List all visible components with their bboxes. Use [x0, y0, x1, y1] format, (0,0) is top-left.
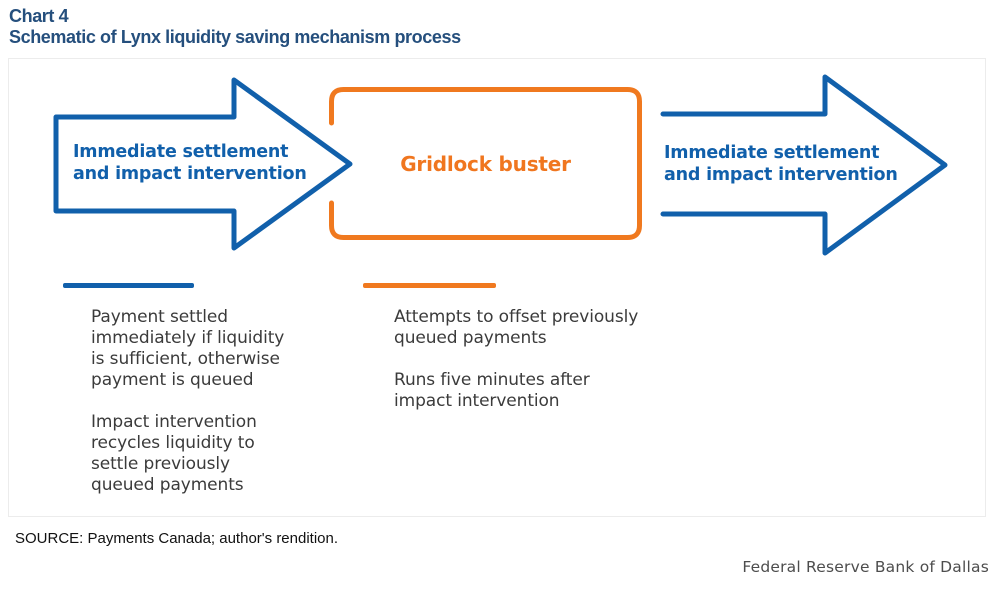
gridlock-notes: Attempts to offset previously queued pay… [394, 307, 664, 412]
right-arrow-label-line2: and impact intervention [664, 165, 898, 185]
left-arrow-label-line2: and impact intervention [73, 164, 307, 184]
diagram-area: Immediate settlement and impact interven… [8, 58, 986, 517]
note-line: queued payments [91, 475, 244, 495]
settlement-notes-para2: Impact intervention recycles liquidity t… [91, 412, 321, 496]
right-arrow-label-line1: Immediate settlement [664, 143, 880, 163]
left-arrow-label-line1: Immediate settlement [73, 142, 289, 162]
note-line: payment is queued [91, 370, 254, 390]
chart-number: Chart 4 [9, 6, 69, 26]
gridlock-notes-para1: Attempts to offset previously queued pay… [394, 307, 664, 349]
note-line: recycles liquidity to [91, 433, 255, 453]
chart-title: Schematic of Lynx liquidity saving mecha… [9, 27, 461, 47]
publisher-attribution: Federal Reserve Bank of Dallas [742, 558, 989, 576]
blue-divider-rule [63, 283, 194, 288]
gridlock-box-label: Gridlock buster [400, 152, 571, 176]
note-line: immediately if liquidity [91, 328, 285, 348]
settlement-notes: Payment settled immediately if liquidity… [91, 307, 321, 496]
orange-divider-rule [363, 283, 496, 288]
chart-header: Chart 4 Schematic of Lynx liquidity savi… [9, 6, 461, 48]
note-line: is sufficient, otherwise [91, 349, 280, 369]
right-arrow-shape [660, 74, 948, 256]
note-line: settle previously [91, 454, 230, 474]
gridlock-box-shape [329, 87, 642, 240]
note-line: Attempts to offset previously [394, 307, 639, 327]
left-arrow-shape [53, 77, 353, 251]
gridlock-notes-para2: Runs five minutes after impact intervent… [394, 370, 664, 412]
note-line: Runs five minutes after [394, 370, 590, 390]
note-line: Impact intervention [91, 412, 257, 432]
note-line: Payment settled [91, 307, 228, 327]
left-arrow-label: Immediate settlement and impact interven… [73, 141, 307, 185]
right-arrow-label: Immediate settlement and impact interven… [664, 142, 898, 186]
note-line: queued payments [394, 328, 547, 348]
note-line: impact intervention [394, 391, 560, 411]
source-note: SOURCE: Payments Canada; author's rendit… [15, 530, 339, 547]
settlement-notes-para1: Payment settled immediately if liquidity… [91, 307, 321, 391]
